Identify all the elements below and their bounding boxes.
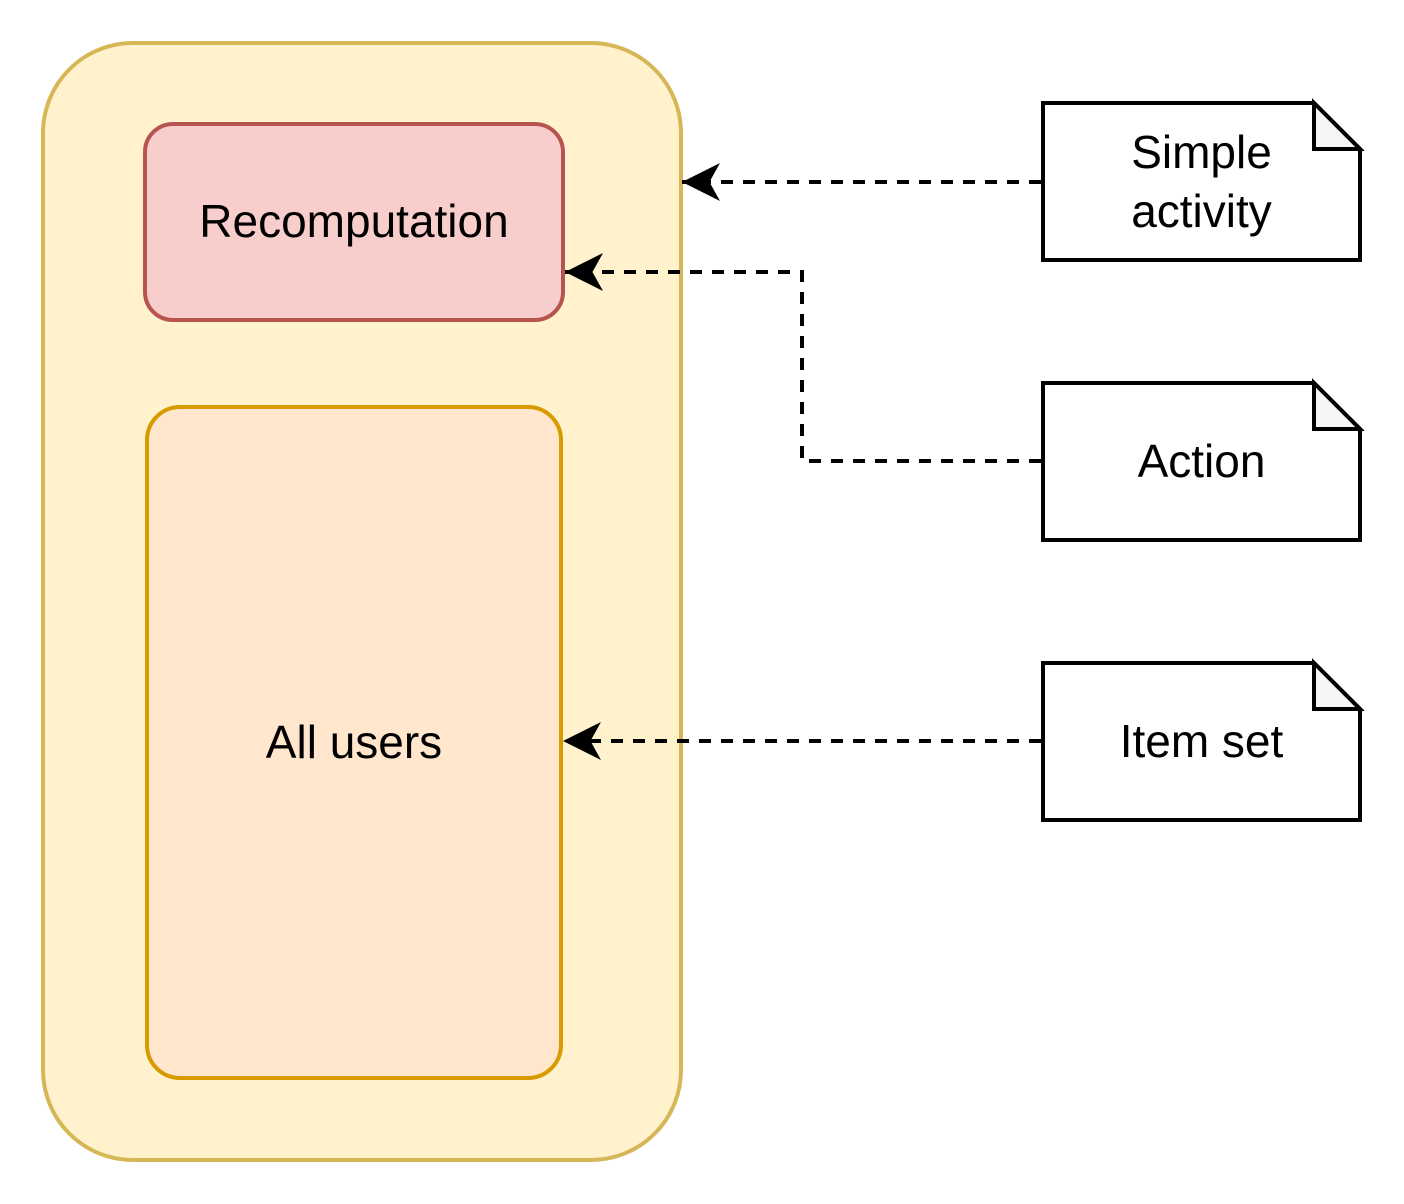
all-users-label: All users	[265, 715, 443, 768]
all-users-box: All users	[145, 405, 563, 1080]
note-item-set-label: Item set	[1119, 715, 1284, 768]
folded-corner-icon	[1312, 658, 1365, 711]
note-action: Action	[1041, 378, 1365, 542]
folded-corner-icon	[1312, 378, 1365, 431]
note-action-label: Action	[1137, 435, 1266, 488]
recomputation-label: Recomputation	[199, 195, 509, 248]
note-shape	[1041, 98, 1365, 262]
note-body-shape	[1041, 661, 1362, 822]
note-body-shape	[1041, 101, 1362, 262]
note-simple-activity: Simple activity	[1041, 98, 1365, 262]
note-simple-activity-label: Simple activity	[1131, 126, 1272, 237]
folded-corner-icon	[1312, 98, 1365, 151]
note-body-shape	[1041, 381, 1362, 542]
recomputation-box: Recomputation	[143, 122, 565, 322]
note-shape	[1041, 658, 1365, 822]
note-item-set: Item set	[1041, 658, 1365, 822]
note-shape	[1041, 378, 1365, 542]
